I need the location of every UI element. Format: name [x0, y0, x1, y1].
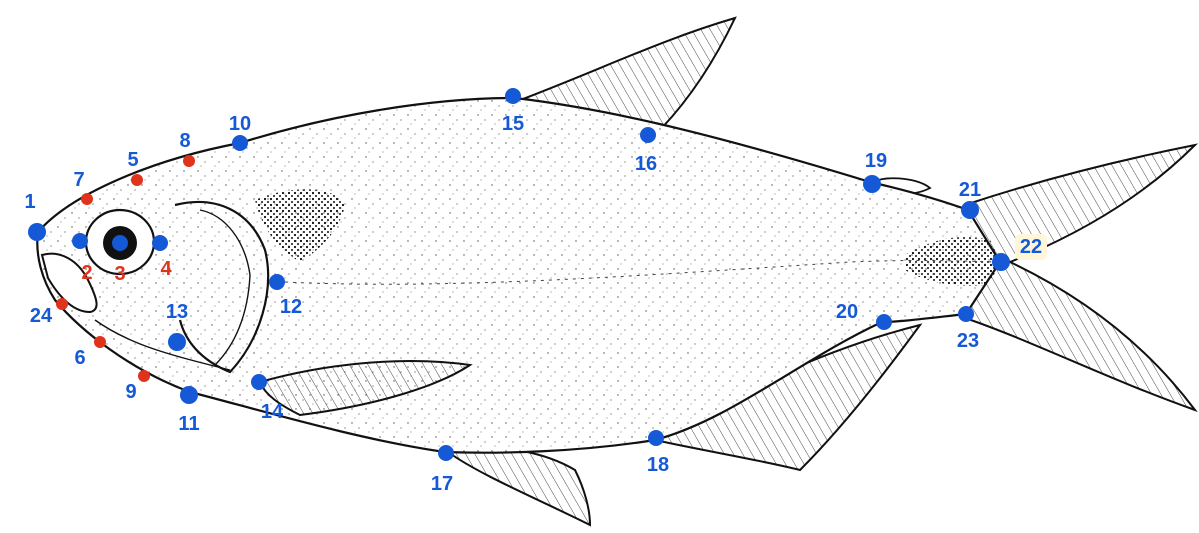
- landmark-point-10: [232, 135, 248, 151]
- landmark-point-3: [112, 235, 128, 251]
- landmark-point-14: [251, 374, 267, 390]
- landmark-label-7: 7: [73, 169, 84, 191]
- landmark-point-16: [640, 127, 656, 143]
- landmark-point-23: [958, 306, 974, 322]
- landmark-label-15: 15: [502, 113, 524, 135]
- landmark-label-24: 24: [30, 305, 53, 327]
- landmark-point-8: [183, 155, 195, 167]
- landmark-label-10: 10: [229, 113, 251, 135]
- landmark-label-9: 9: [125, 381, 136, 403]
- landmark-point-17: [438, 445, 454, 461]
- landmark-point-11: [180, 386, 198, 404]
- landmark-label-23: 23: [957, 330, 979, 352]
- landmark-point-13: [168, 333, 186, 351]
- landmark-point-18: [648, 430, 664, 446]
- landmark-label-19: 19: [865, 150, 887, 172]
- landmark-label-2: 2: [81, 262, 92, 284]
- pelvic-fin: [448, 448, 590, 525]
- landmark-label-5: 5: [127, 149, 138, 171]
- caudal-fin: [965, 145, 1195, 410]
- landmark-point-12: [269, 274, 285, 290]
- landmark-label-4: 4: [160, 258, 172, 280]
- landmark-point-1: [28, 223, 46, 241]
- landmark-label-3: 3: [114, 263, 125, 285]
- landmark-point-15: [505, 88, 521, 104]
- landmark-label-21: 21: [959, 179, 981, 201]
- landmark-point-4: [152, 235, 168, 251]
- landmark-point-20: [876, 314, 892, 330]
- landmark-point-24: [56, 298, 68, 310]
- landmark-label-16: 16: [635, 153, 657, 175]
- landmark-point-9: [138, 370, 150, 382]
- landmark-point-22: [992, 253, 1010, 271]
- landmark-point-2: [72, 233, 88, 249]
- landmark-label-18: 18: [647, 454, 669, 476]
- landmark-label-11: 11: [178, 413, 199, 435]
- landmark-label-12: 12: [280, 296, 302, 318]
- landmark-label-6: 6: [74, 347, 85, 369]
- landmark-label-14: 14: [261, 401, 284, 423]
- landmark-point-21: [961, 201, 979, 219]
- landmark-point-5: [131, 174, 143, 186]
- landmark-label-1: 1: [24, 191, 35, 213]
- landmark-point-6: [94, 336, 106, 348]
- landmark-label-17: 17: [431, 473, 453, 495]
- landmark-point-19: [863, 175, 881, 193]
- landmark-label-8: 8: [179, 130, 190, 152]
- landmark-label-22: 22: [1020, 236, 1042, 258]
- landmark-label-13: 13: [166, 301, 188, 323]
- landmark-label-20: 20: [836, 301, 858, 323]
- landmark-point-7: [81, 193, 93, 205]
